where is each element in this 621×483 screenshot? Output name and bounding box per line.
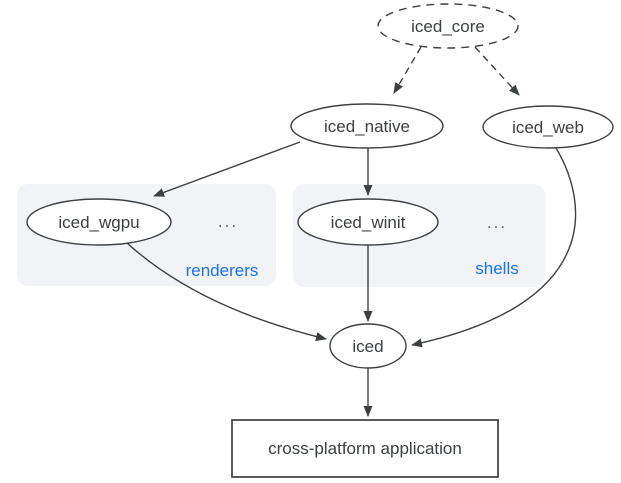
- node-iced-winit: [297, 198, 439, 246]
- renderers-ellipsis: ...: [218, 212, 238, 231]
- node-iced-wgpu-label: iced_wgpu: [58, 213, 139, 232]
- edge-iced-wgpu-to-iced: [126, 242, 327, 341]
- node-iced-core: [377, 3, 519, 49]
- shells-ellipsis: ...: [487, 213, 507, 232]
- shells-group-label: shells: [475, 259, 518, 278]
- node-iced-web-label: iced_web: [512, 118, 584, 137]
- node-iced-label: iced: [352, 337, 383, 356]
- node-iced-web: [482, 105, 614, 149]
- edge-iced-web-to-iced: [411, 147, 577, 348]
- node-iced-core-label: iced_core: [411, 17, 485, 36]
- edge-iced-core-to-iced-native: [393, 46, 422, 94]
- node-iced-native-label: iced_native: [324, 117, 410, 136]
- node-iced: [329, 323, 407, 369]
- node-iced-winit-label: iced_winit: [331, 213, 406, 232]
- edge-iced-core-to-iced-web: [474, 46, 520, 96]
- node-cross-platform-application-label: cross-platform application: [268, 439, 462, 458]
- node-iced-native: [290, 103, 444, 149]
- renderers-group-label: renderers: [186, 261, 259, 280]
- edge-iced-native-to-iced-wgpu: [153, 141, 301, 197]
- node-iced-wgpu: [26, 198, 172, 246]
- node-cross-platform-application: [231, 419, 499, 478]
